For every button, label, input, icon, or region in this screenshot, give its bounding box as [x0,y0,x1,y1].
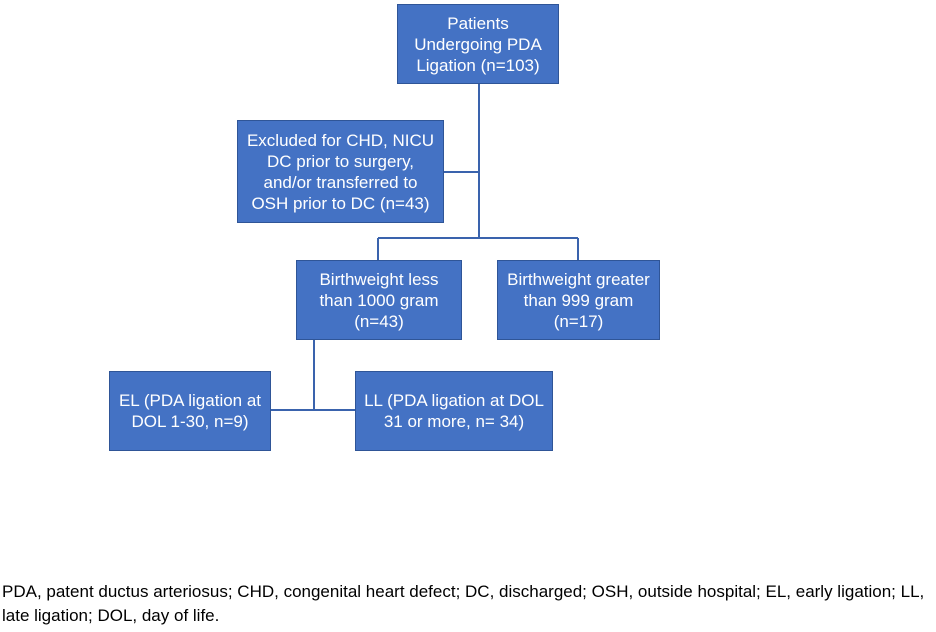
birthweight-less-than-1000-text: Birthweight less than 1000 gram (n=43) [319,269,439,331]
late-ligation-box: LL (PDA ligation at DOL 31 or more, n= 3… [355,371,553,451]
patients-box-text: Patients Undergoing PDA Ligation (n=103) [414,13,542,75]
birthweight-greater-than-999-text: Birthweight greater than 999 gram (n=17) [507,269,650,331]
early-ligation-text: EL (PDA ligation at DOL 1-30, n=9) [118,391,262,431]
excluded-box: Excluded for CHD, NICU DC prior to surge… [237,120,444,223]
birthweight-greater-than-999-box: Birthweight greater than 999 gram (n=17) [497,260,660,340]
late-ligation-text: LL (PDA ligation at DOL 31 or more, n= 3… [364,391,544,431]
early-ligation-box: EL (PDA ligation at DOL 1-30, n=9) [109,371,271,451]
patients-box: Patients Undergoing PDA Ligation (n=103) [397,4,559,84]
figure-caption: PDA, patent ductus arteriosus; CHD, cong… [2,582,925,625]
birthweight-less-than-1000-box: Birthweight less than 1000 gram (n=43) [296,260,462,340]
excluded-box-text: Excluded for CHD, NICU DC prior to surge… [246,130,435,213]
